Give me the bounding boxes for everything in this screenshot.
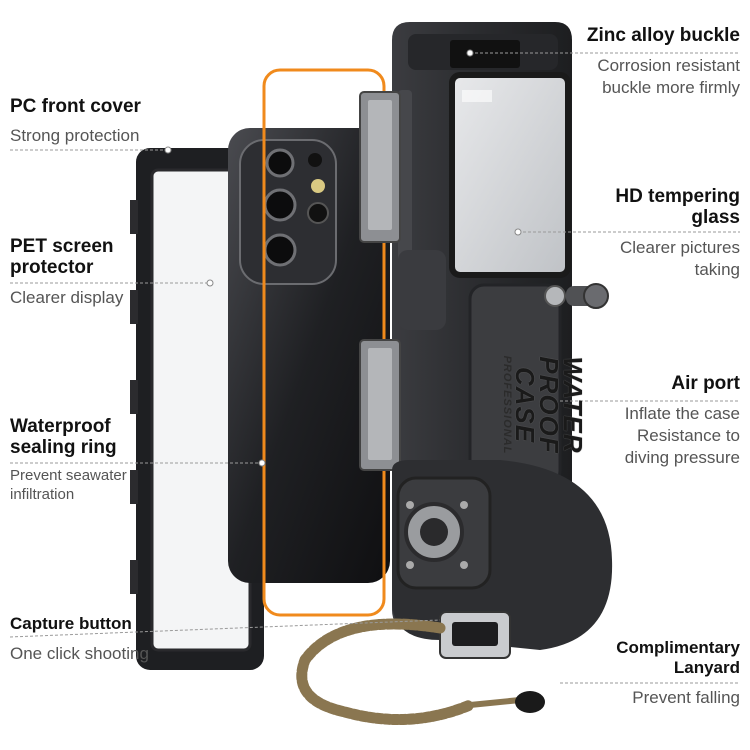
pc-front-cover-title: PC front cover [10,96,141,117]
label-waterproof-ring: Waterproof sealing ring Prevent seawater… [10,416,180,504]
label-pc-front-cover: PC front cover Strong protection [10,96,210,147]
waterproof-ring-desc: Prevent seawater infiltration [10,467,127,503]
label-lanyard: Complimentary Lanyard Prevent falling [580,638,740,709]
hd-glass-title: HD tempering glass [615,186,740,228]
label-hd-glass: HD tempering glass Clearer pictures taki… [580,186,740,281]
leader-dots [164,49,522,467]
label-pet-screen-protector: PET screen protector Clearer display [10,236,180,309]
lanyard-clip [439,611,511,659]
hd-glass-desc: Clearer pictures taking [620,238,740,279]
label-zinc-buckle: Zinc alloy buckle Corrosion resistant bu… [540,25,740,99]
case-tagline: PROFESSIONAL [501,355,513,455]
pet-screen-protector-desc: Clearer display [10,288,124,307]
label-capture-button: Capture button One click shooting [10,613,190,665]
zinc-buckle-lower [359,339,401,471]
case-brand-line2: PROOF [534,356,564,454]
case-brand-line3: CASE [510,366,540,444]
case-brand-print: WATER PROOF CASE PROFESSIONAL [455,355,588,455]
waterproof-ring-title: Waterproof sealing ring [10,416,117,458]
pc-front-cover-desc: Strong protection [10,126,140,145]
zinc-buckle-desc: Corrosion resistant buckle more firmly [597,56,740,97]
label-air-port: Air port Inflate the case Resistance to … [580,373,740,469]
lanyard-title: Complimentary Lanyard [616,638,740,677]
zinc-buckle-title: Zinc alloy buckle [586,25,740,46]
grip-handle [392,460,613,650]
capture-button-title: Capture button [10,614,132,633]
lanyard-cord [296,618,476,726]
air-port-desc: Inflate the case Resistance to diving pr… [624,404,740,467]
zinc-buckle-upper [359,91,401,243]
capture-button-desc: One click shooting [10,644,149,663]
lanyard-desc: Prevent falling [632,688,740,707]
air-port-title: Air port [671,373,740,394]
leader-lines [9,52,740,684]
lanyard-stopper [515,691,545,713]
pet-screen-protector-title: PET screen protector [10,236,114,278]
lanyard-strap [469,697,521,708]
